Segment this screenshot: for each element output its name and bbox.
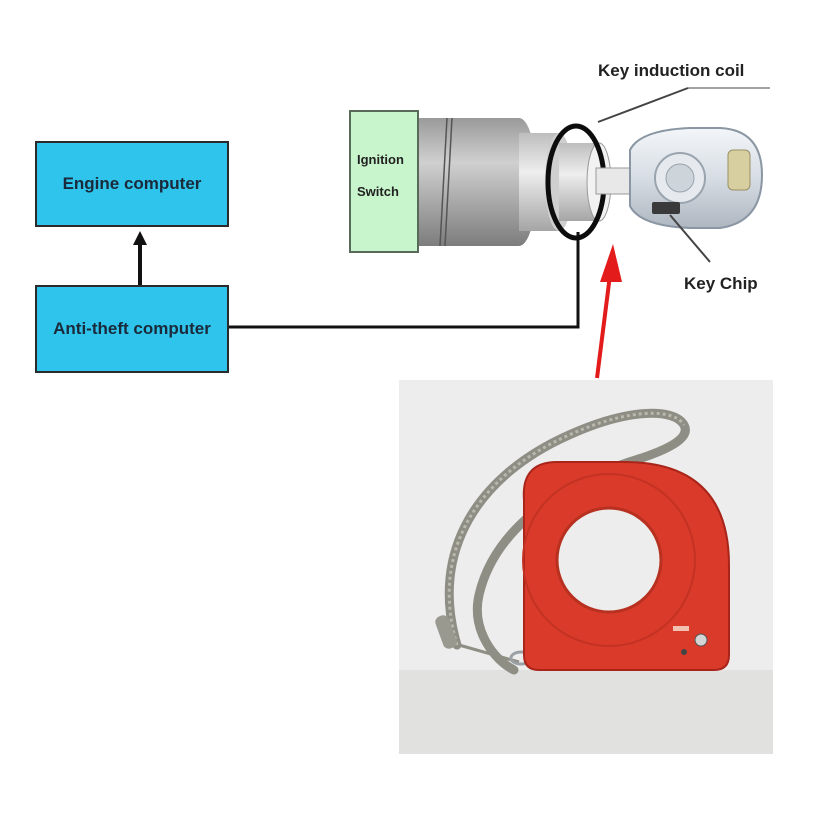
pcb-center-hole bbox=[555, 506, 663, 614]
coil-leader-line bbox=[597, 87, 689, 123]
chip-leader-line bbox=[669, 214, 711, 263]
antitheft-computer-box: Anti-theft computer bbox=[35, 285, 229, 373]
lanyard-strap bbox=[444, 408, 690, 675]
key-chip-label: Key Chip bbox=[684, 274, 758, 293]
antitheft-computer-label: Anti-theft computer bbox=[53, 319, 211, 338]
key-chip-marker bbox=[652, 202, 680, 214]
engine-computer-label: Engine computer bbox=[62, 174, 202, 193]
coil-antenna-photo bbox=[399, 380, 773, 754]
wire-antitheft-coil bbox=[229, 232, 580, 329]
key-blade bbox=[595, 167, 633, 195]
red-arrowhead bbox=[600, 244, 622, 282]
engine-computer-box: Engine computer bbox=[35, 141, 229, 227]
switch-label: Switch bbox=[357, 184, 399, 199]
ignition-switch-box: Ignition Switch bbox=[349, 110, 419, 253]
red-arrow-shaft bbox=[595, 274, 612, 379]
arrowhead-up bbox=[133, 231, 147, 245]
ignition-label: Ignition bbox=[357, 152, 404, 167]
key-induction-coil-label: Key induction coil bbox=[598, 61, 745, 80]
